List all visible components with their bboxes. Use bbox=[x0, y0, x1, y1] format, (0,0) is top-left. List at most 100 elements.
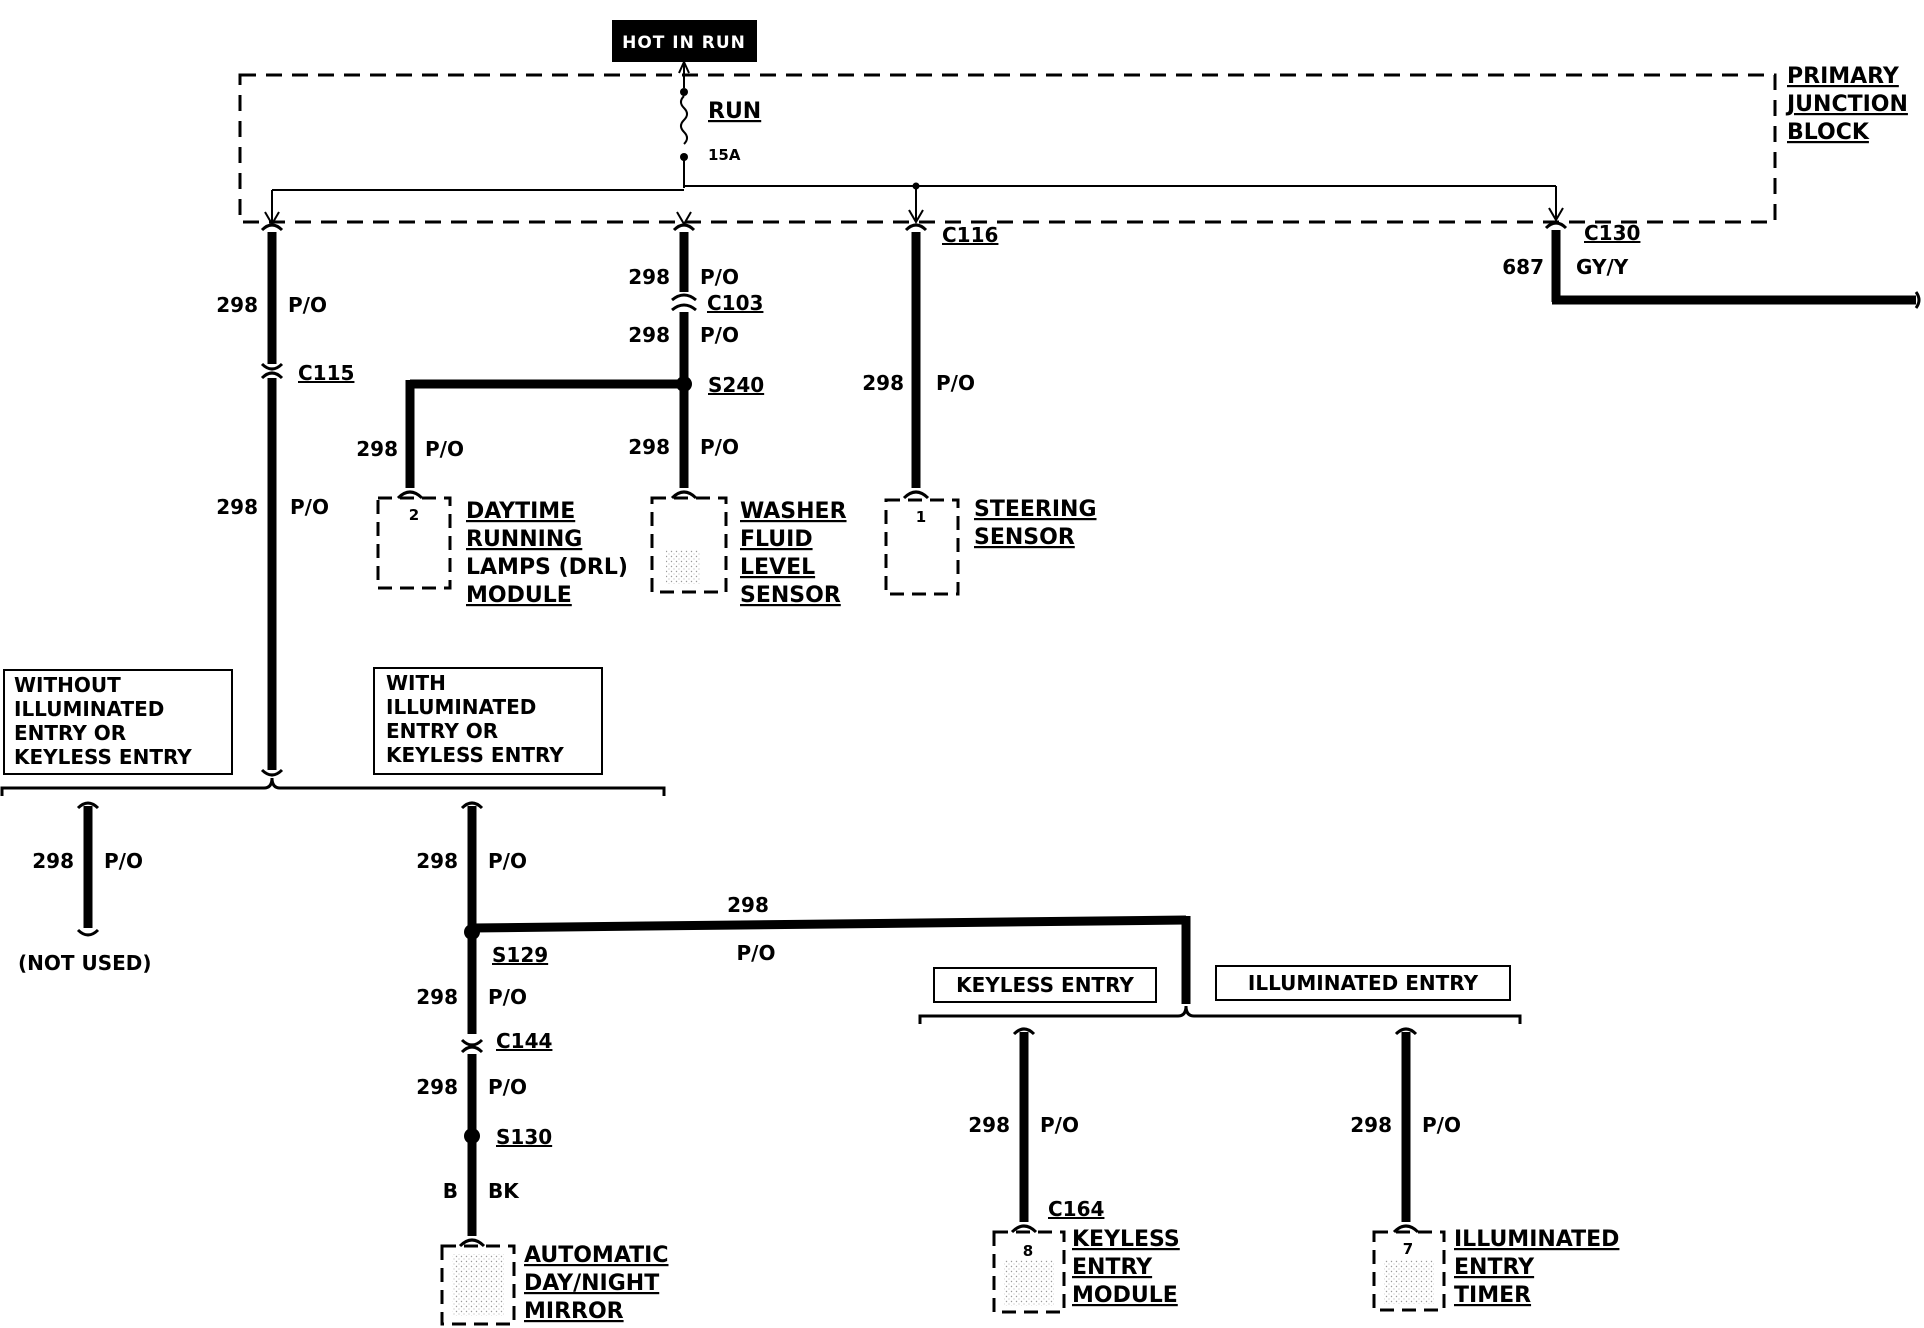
option-bracket-left bbox=[0, 777, 666, 796]
wire-c115-main bbox=[260, 223, 284, 777]
svg-text:SENSOR: SENSOR bbox=[974, 525, 1075, 550]
svg-text:ENTRY OR: ENTRY OR bbox=[386, 719, 498, 743]
svg-text:AUTOMATIC: AUTOMATIC bbox=[524, 1243, 668, 1268]
svg-text:BLOCK: BLOCK bbox=[1787, 120, 1870, 145]
svg-text:298: 298 bbox=[32, 849, 74, 873]
svg-text:P/O: P/O bbox=[737, 941, 776, 965]
svg-text:MIRROR: MIRROR bbox=[524, 1299, 624, 1324]
option-illuminated-box bbox=[1215, 965, 1511, 1001]
drl-module-box bbox=[376, 496, 452, 590]
fuse-rating: 15A bbox=[708, 146, 741, 164]
wire-c116 bbox=[902, 223, 930, 500]
svg-text:P/O: P/O bbox=[1422, 1113, 1461, 1137]
option-keyless-box bbox=[933, 967, 1157, 1003]
svg-text:B: B bbox=[443, 1179, 458, 1203]
option-without-box bbox=[3, 669, 233, 775]
option-with-label: WITH ILLUMINATED ENTRY OR KEYLESS ENTRY bbox=[386, 671, 564, 767]
connector-c130: C130 bbox=[1584, 221, 1640, 245]
svg-text:DAYTIME: DAYTIME bbox=[466, 499, 575, 524]
option-with-box bbox=[373, 667, 603, 775]
washer-fluid-sensor-box bbox=[650, 496, 728, 594]
option-bracket-right bbox=[918, 1005, 1522, 1024]
option-keyless-label: KEYLESS ENTRY bbox=[956, 973, 1134, 997]
wire-s129-horizontal bbox=[471, 915, 1191, 1004]
svg-text:TIMER: TIMER bbox=[1454, 1283, 1531, 1308]
illuminated-timer-label: ILLUMINATED ENTRY TIMER bbox=[1454, 1227, 1619, 1308]
svg-text:298: 298 bbox=[628, 323, 670, 347]
keyless-module-label: KEYLESS ENTRY MODULE bbox=[1072, 1227, 1180, 1308]
svg-text:SENSOR: SENSOR bbox=[740, 583, 841, 608]
mirror-label: AUTOMATIC DAY/NIGHT MIRROR bbox=[524, 1243, 668, 1324]
illuminated-timer-pin: 7 bbox=[1403, 1240, 1413, 1258]
svg-text:KEYLESS ENTRY: KEYLESS ENTRY bbox=[386, 743, 564, 767]
svg-text:P/O: P/O bbox=[488, 1075, 527, 1099]
svg-text:298: 298 bbox=[216, 293, 258, 317]
fuse-name: RUN bbox=[708, 99, 761, 124]
svg-text:P/O: P/O bbox=[936, 371, 975, 395]
svg-text:298: 298 bbox=[416, 1075, 458, 1099]
svg-text:P/O: P/O bbox=[104, 849, 143, 873]
svg-text:P/O: P/O bbox=[1040, 1113, 1079, 1137]
svg-text:298: 298 bbox=[968, 1113, 1010, 1137]
svg-text:ENTRY OR: ENTRY OR bbox=[14, 721, 126, 745]
svg-text:298: 298 bbox=[416, 849, 458, 873]
svg-text:BK: BK bbox=[488, 1179, 520, 1203]
svg-text:MODULE: MODULE bbox=[466, 583, 572, 608]
steering-sensor-label: STEERING SENSOR bbox=[974, 497, 1097, 550]
svg-text:DAY/NIGHT: DAY/NIGHT bbox=[524, 1271, 659, 1296]
connector-c103: C103 bbox=[707, 291, 763, 315]
svg-text:ILLUMINATED: ILLUMINATED bbox=[1454, 1227, 1619, 1252]
washer-sensor-label: WASHER FLUID LEVEL SENSOR bbox=[740, 499, 847, 608]
svg-text:ENTRY: ENTRY bbox=[1072, 1255, 1153, 1280]
svg-text:ILLUMINATED: ILLUMINATED bbox=[14, 697, 164, 721]
svg-text:P/O: P/O bbox=[488, 849, 527, 873]
svg-text:298: 298 bbox=[216, 495, 258, 519]
svg-text:P/O: P/O bbox=[288, 293, 327, 317]
svg-text:298: 298 bbox=[416, 985, 458, 1009]
svg-text:P/O: P/O bbox=[700, 265, 739, 289]
svg-text:WITHOUT: WITHOUT bbox=[14, 673, 121, 697]
svg-text:ILLUMINATED: ILLUMINATED bbox=[386, 695, 536, 719]
option-illuminated-label: ILLUMINATED ENTRY bbox=[1248, 971, 1479, 995]
svg-text:298: 298 bbox=[628, 435, 670, 459]
svg-text:FLUID: FLUID bbox=[740, 527, 813, 552]
drl-module-label: DAYTIME RUNNING LAMPS (DRL) MODULE bbox=[466, 499, 628, 608]
svg-text:GY/Y: GY/Y bbox=[1576, 255, 1629, 279]
keyless-module-box bbox=[992, 1230, 1066, 1314]
svg-text:WASHER: WASHER bbox=[740, 499, 847, 524]
hot-in-run-text: HOT IN RUN bbox=[622, 33, 746, 53]
svg-text:687: 687 bbox=[1502, 255, 1544, 279]
steering-pin: 1 bbox=[916, 508, 926, 526]
svg-text:298: 298 bbox=[727, 893, 769, 917]
wire-keyless-module bbox=[1010, 1027, 1038, 1234]
svg-text:STEERING: STEERING bbox=[974, 497, 1097, 522]
svg-text:LAMPS (DRL): LAMPS (DRL) bbox=[466, 555, 628, 580]
wire-c130 bbox=[1544, 221, 1921, 309]
wire-not-used bbox=[76, 801, 100, 937]
svg-text:P/O: P/O bbox=[700, 323, 739, 347]
svg-text:P/O: P/O bbox=[488, 985, 527, 1009]
splice-s130: S130 bbox=[496, 1125, 552, 1149]
svg-text:P/O: P/O bbox=[700, 435, 739, 459]
drl-pin: 2 bbox=[409, 506, 419, 524]
wire-illuminated-timer bbox=[1392, 1027, 1420, 1234]
illuminated-timer-box bbox=[1372, 1230, 1446, 1312]
svg-text:RUNNING: RUNNING bbox=[466, 527, 582, 552]
splice-s240: S240 bbox=[708, 373, 764, 397]
svg-text:298: 298 bbox=[1350, 1113, 1392, 1137]
fuse-run-15a bbox=[678, 59, 690, 188]
splice-s129: S129 bbox=[492, 943, 548, 967]
svg-text:LEVEL: LEVEL bbox=[740, 555, 815, 580]
svg-text:WITH: WITH bbox=[386, 671, 446, 695]
svg-text:ENTRY: ENTRY bbox=[1454, 1255, 1535, 1280]
connector-c164: C164 bbox=[1048, 1197, 1104, 1221]
svg-text:298: 298 bbox=[628, 265, 670, 289]
mirror-box bbox=[440, 1244, 516, 1326]
svg-text:KEYLESS: KEYLESS bbox=[1072, 1227, 1180, 1252]
option-without-label: WITHOUT ILLUMINATED ENTRY OR KEYLESS ENT… bbox=[14, 673, 192, 769]
svg-text:298: 298 bbox=[862, 371, 904, 395]
hot-in-run-label: HOT IN RUN bbox=[612, 20, 757, 62]
internal-bus bbox=[264, 182, 1564, 226]
